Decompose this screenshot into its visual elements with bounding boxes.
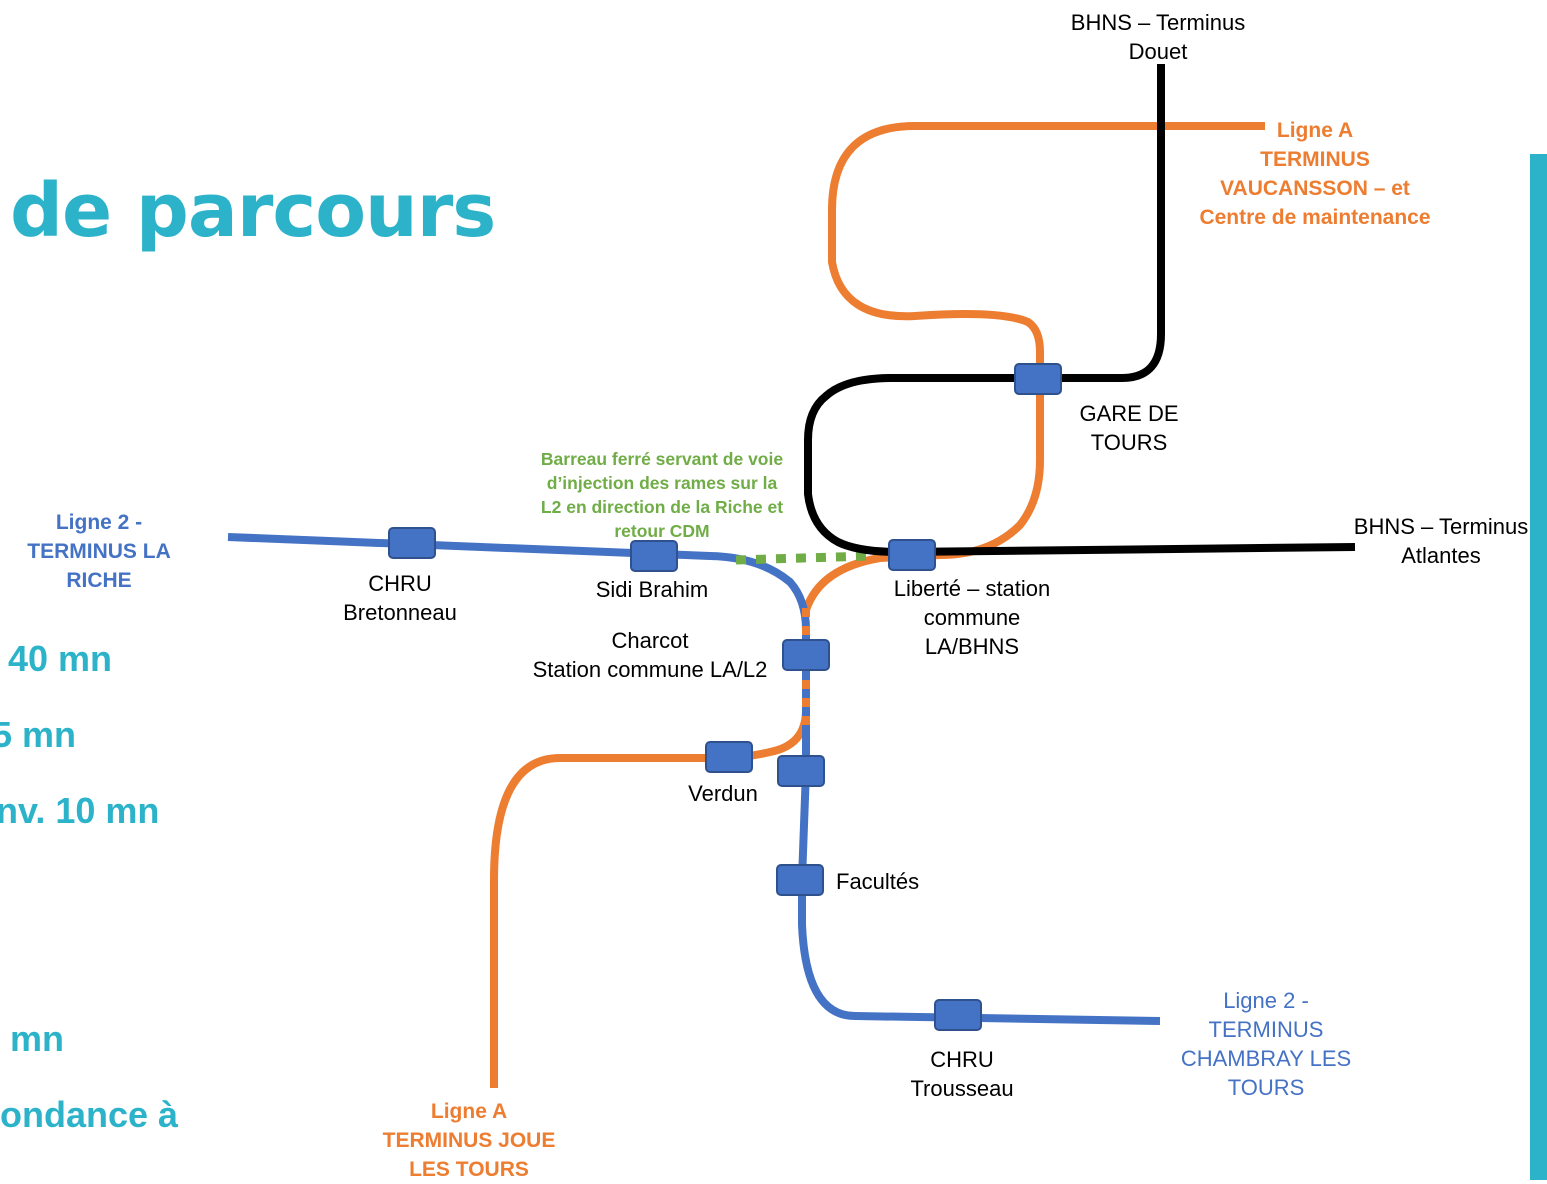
station-facultes-label: Facultés	[836, 869, 920, 894]
station-sidi-brahim[interactable]	[630, 540, 678, 572]
station-verdun[interactable]	[705, 741, 753, 773]
station-unnamed[interactable]	[777, 755, 825, 787]
side-text-5: ondance à	[0, 1094, 179, 1135]
station-chru-bretonneau[interactable]	[388, 527, 436, 559]
station-chru-trousseau[interactable]	[934, 999, 982, 1031]
slide-title: de parcours	[10, 168, 496, 254]
side-text-3: nv. 10 mn	[0, 790, 160, 831]
side-text-2: 5 mn	[0, 714, 77, 755]
barreau-track	[735, 551, 871, 565]
ligne-a-south-track	[490, 709, 810, 1088]
station-facultes[interactable]	[776, 864, 824, 896]
ligne-2-south-track	[798, 630, 1161, 1025]
side-text-1: 40 mn	[8, 638, 113, 679]
station-liberte[interactable]	[888, 539, 936, 571]
station-gare-de-tours[interactable]	[1014, 363, 1062, 395]
side-text-4: mn	[10, 1018, 64, 1059]
bhns-track	[804, 64, 1356, 557]
station-charcot[interactable]	[782, 639, 830, 671]
station-sidi-brahim-label: Sidi Brahim	[595, 577, 709, 602]
accent-bar	[1530, 154, 1547, 1180]
station-verdun-label: Verdun	[688, 781, 758, 806]
